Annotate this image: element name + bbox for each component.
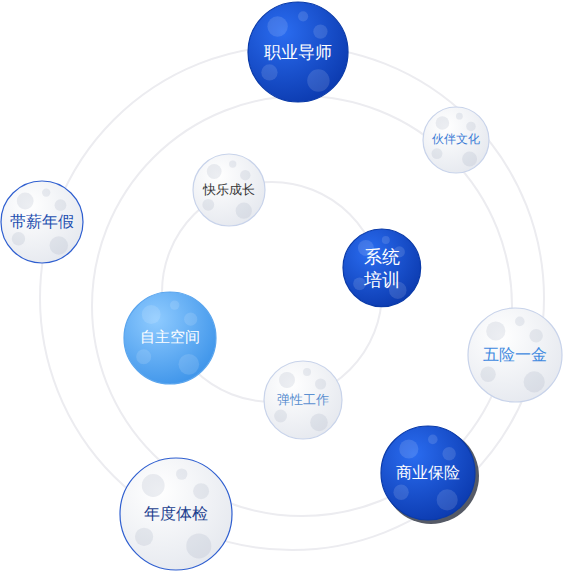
moon-crater: [176, 468, 187, 479]
moon-shape: [342, 228, 422, 308]
moon-crater: [436, 116, 450, 130]
moon-crater: [135, 528, 153, 546]
node-label: 快乐成长: [203, 182, 255, 199]
moon-crater: [193, 483, 209, 499]
moon-crater: [437, 489, 458, 510]
moon-circle: 职业导师: [247, 1, 349, 103]
moon-body: [468, 308, 562, 402]
moon-body: [343, 229, 421, 307]
moon-crater: [393, 485, 408, 500]
moon-circle: 自主空间: [123, 291, 217, 385]
moon-crater: [462, 152, 477, 167]
moon-circle: 系统 培训: [342, 228, 422, 308]
moon-crater: [515, 317, 525, 327]
moon-crater: [432, 148, 443, 159]
moon-crater: [142, 474, 165, 497]
moon-crater: [315, 378, 326, 389]
moon-crater: [486, 321, 505, 340]
moon-circle: 年度体检: [119, 457, 233, 571]
moon-crater: [456, 113, 463, 120]
node-label: 带薪年假: [10, 212, 74, 233]
moon-crater: [236, 203, 252, 219]
moon-crater: [442, 447, 455, 460]
moon-body: [248, 2, 348, 102]
moon-body: [381, 426, 475, 520]
node-label: 年度体检: [144, 504, 208, 525]
node-label: 职业导师: [264, 41, 332, 63]
moon-crater: [524, 371, 545, 392]
moon-body: [423, 107, 489, 173]
moon-crater: [170, 300, 179, 309]
moon-crater: [202, 199, 214, 211]
moon-body: [1, 181, 83, 263]
moon-crater: [229, 160, 236, 167]
moon-crater: [307, 69, 329, 91]
moon-crater: [178, 354, 199, 375]
node-label: 五险一金: [483, 345, 547, 366]
moon-body: [120, 458, 232, 570]
moon-crater: [17, 193, 34, 210]
moon-body: [264, 361, 342, 439]
moon-crater: [298, 11, 308, 21]
moon-crater: [207, 164, 222, 179]
moon-crater: [529, 329, 542, 342]
moon-crater: [428, 435, 438, 445]
node-label: 伙伴文化: [432, 132, 480, 148]
moon-crater: [240, 170, 250, 180]
moon-crater: [55, 199, 67, 211]
moon-crater: [42, 188, 50, 196]
moon-crater: [382, 236, 390, 244]
moon-body: [193, 154, 265, 226]
moon-crater: [136, 349, 151, 364]
node-label: 商业保险: [396, 463, 460, 484]
moon-crater: [50, 236, 68, 254]
node-label: 自主空间: [140, 328, 200, 348]
moon-crater: [274, 410, 287, 423]
moon-crater: [480, 367, 495, 382]
node-label: 弹性工作: [277, 392, 329, 409]
moon-circle: 弹性工作: [263, 360, 343, 440]
moon-circle: 伙伴文化: [422, 106, 490, 174]
moon-crater: [261, 64, 277, 80]
moon-crater: [186, 533, 211, 558]
moon-crater: [303, 368, 311, 376]
node-label: 系统 培训: [360, 245, 403, 292]
moon-body: [124, 292, 216, 384]
moon-crater: [142, 305, 161, 324]
moon-crater: [279, 372, 295, 388]
moon-crater: [466, 122, 476, 132]
outer-orbit: [40, 46, 544, 550]
middle-orbit: [92, 96, 512, 516]
moon-crater: [310, 414, 328, 432]
moon-circle: 商业保险: [380, 425, 476, 521]
moon-circle: 五险一金: [467, 307, 563, 403]
moon-crater: [267, 16, 287, 36]
moon-crater: [399, 439, 418, 458]
moon-circle: 快乐成长: [192, 153, 266, 227]
moon-crater: [12, 232, 25, 245]
moon-crater: [313, 24, 327, 38]
inner-orbit: [162, 182, 382, 402]
moon-circle: 带薪年假: [0, 180, 84, 264]
moon-crater: [184, 313, 197, 326]
